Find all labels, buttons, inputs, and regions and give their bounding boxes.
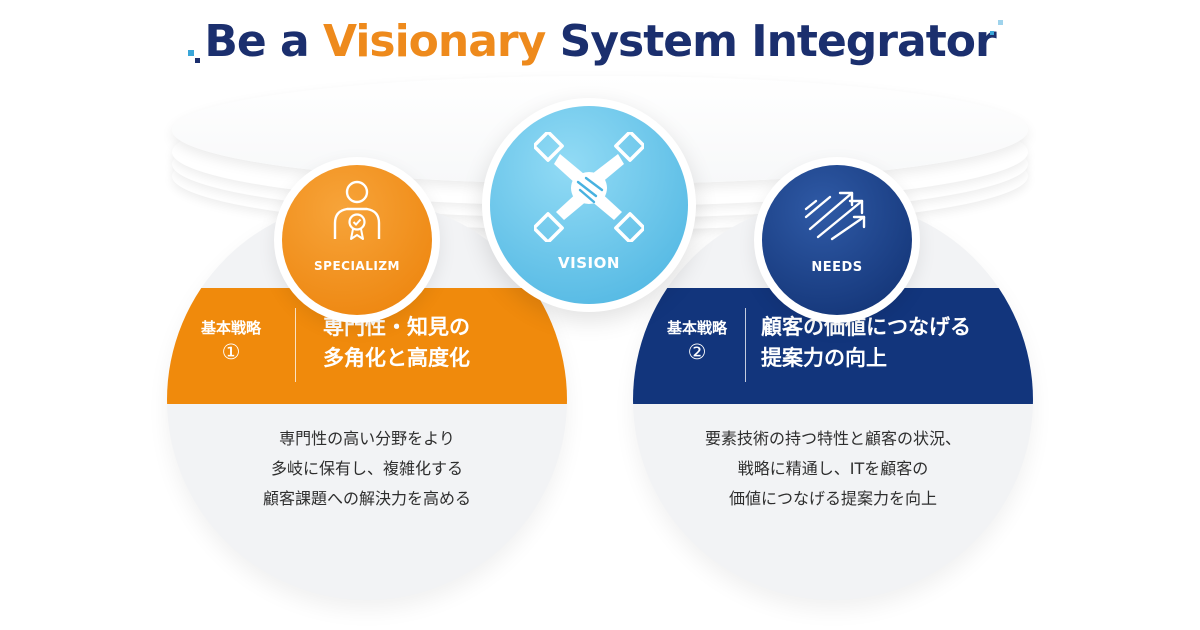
strategy2-title-line2: 提案力の向上	[761, 346, 887, 370]
strategy2-label-text: 基本戦略	[666, 319, 727, 337]
title-part-3: System Integrator	[545, 16, 997, 67]
strategy1-desc-line3: 顧客課題への解決力を高める	[262, 489, 471, 508]
strategy2-title: 顧客の価値につなげる 提案力の向上	[761, 312, 971, 374]
title-part-1: Be a	[204, 16, 324, 67]
person-award-icon	[333, 180, 381, 240]
title-part-2: Visionary	[323, 16, 546, 67]
strategy1-number: ①	[221, 340, 241, 364]
strategy1-desc-line2: 多岐に保有し、複雑化する	[270, 459, 463, 478]
strategy2-divider	[745, 308, 746, 382]
strategy2-description: 要素技術の持つ特性と顧客の状況、 戦略に精通し、ITを顧客の 価値につなげる提案…	[653, 424, 1013, 514]
vision-badge: VISION	[490, 106, 688, 304]
strategy2-desc-line1: 要素技術の持つ特性と顧客の状況、	[704, 429, 961, 448]
title-deco-square	[990, 31, 994, 35]
needs-badge: NEEDS	[762, 165, 912, 315]
joined-hands-icon	[534, 132, 644, 242]
strategy2-desc-line3: 価値につなげる提案力を向上	[728, 489, 937, 508]
title-deco-square	[998, 20, 1003, 25]
vision-label: VISION	[558, 254, 620, 272]
strategy2-number: ②	[687, 340, 707, 364]
strategy1-label: 基本戦略 ①	[167, 316, 295, 364]
strategy1-title-line2: 多角化と高度化	[323, 346, 470, 370]
title-deco-square	[188, 50, 194, 56]
strategy1-divider	[295, 308, 296, 382]
rising-arrows-icon	[804, 191, 866, 241]
needs-label: NEEDS	[811, 260, 863, 275]
title-deco-square	[195, 58, 200, 63]
strategy1-description: 専門性の高い分野をより 多岐に保有し、複雑化する 顧客課題への解決力を高める	[187, 424, 547, 514]
strategy1-desc-line1: 専門性の高い分野をより	[279, 429, 455, 448]
specializm-label: SPECIALIZM	[314, 259, 400, 273]
strategy2-desc-line2: 戦略に精通し、ITを顧客の	[737, 459, 929, 478]
page-title: Be a Visionary System Integrator	[0, 14, 1200, 70]
strategy2-title-line1: 顧客の価値につなげる	[761, 315, 971, 339]
strategy1-label-text: 基本戦略	[200, 319, 261, 337]
specializm-badge: SPECIALIZM	[282, 165, 432, 315]
strategy2-label: 基本戦略 ②	[633, 316, 761, 364]
strategy2-circle: 基本戦略 ② 顧客の価値につなげる 提案力の向上 要素技術の持つ特性と顧客の状況…	[633, 200, 1033, 600]
